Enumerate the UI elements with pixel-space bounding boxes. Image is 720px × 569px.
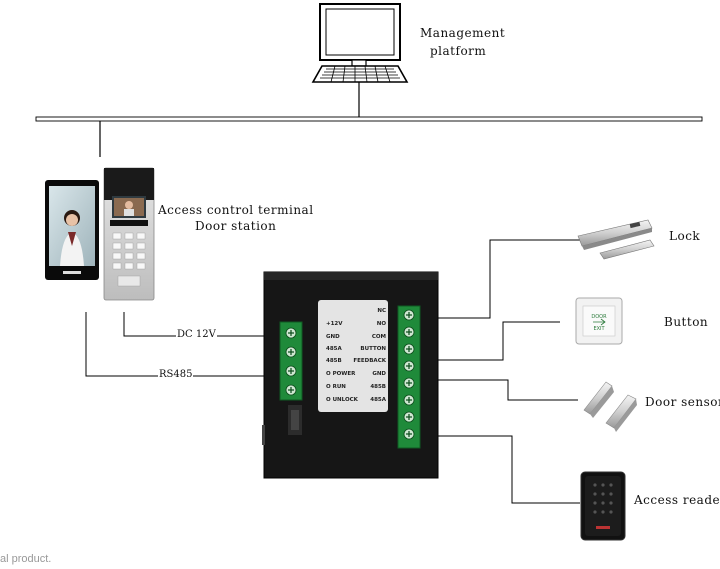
terminal-block-right xyxy=(397,305,421,449)
controller-label-panel: +12V GND 485A 485B O POWER O RUN O UNLOC… xyxy=(326,308,387,403)
ctrl-right-label-2: COM xyxy=(372,334,386,340)
ctrl-right-label-7: 485A xyxy=(370,397,386,403)
access-reader-label: Access reader xyxy=(634,493,720,507)
ctrl-right-label-6: 485B xyxy=(370,384,386,390)
ctrl-right-label-5: GND xyxy=(372,371,386,377)
ctrl-left-label-1: GND xyxy=(326,334,340,340)
wiring-right xyxy=(438,239,580,504)
management-platform-label-line2: platform xyxy=(430,44,487,58)
ctrl-left-label-3: 485B xyxy=(326,358,342,364)
ctrl-right-label-3: BUTTON xyxy=(360,346,386,352)
lock-label: Lock xyxy=(669,229,701,243)
terminal-label-line2: Door station xyxy=(195,219,277,233)
terminal-label-line1: Access control terminal xyxy=(158,203,314,217)
ctrl-left-label-4: O POWER xyxy=(326,371,356,377)
computer-icon xyxy=(311,3,409,83)
door-station-device xyxy=(103,167,155,301)
ctrl-right-label-4: FEEDBACK xyxy=(353,358,386,364)
network-bus xyxy=(35,116,703,122)
terminal-block-left xyxy=(279,321,303,401)
rs485-label: RS485 xyxy=(158,369,194,380)
exit-button-text-exit: EXIT xyxy=(593,326,605,332)
access-reader-device xyxy=(580,471,626,541)
wiring-left xyxy=(85,312,265,377)
ctrl-left-label-6: O UNLOCK xyxy=(326,397,359,403)
ctrl-right-label-1: NO xyxy=(377,321,387,327)
management-platform-label-line1: Management xyxy=(420,26,506,40)
door-sensor-device xyxy=(583,381,637,432)
ctrl-right-label-0: NC xyxy=(377,308,386,314)
ctrl-left-label-5: O RUN xyxy=(326,384,346,390)
button-label: Button xyxy=(664,315,709,329)
dc12v-label: DC 12V xyxy=(176,329,217,340)
ctrl-left-label-2: 485A xyxy=(326,346,342,352)
ctrl-left-label-0: +12V xyxy=(326,321,343,327)
exit-button-text-door: DOOR xyxy=(591,314,607,320)
footnote-text: al product. xyxy=(0,553,52,565)
face-terminal-device xyxy=(45,180,99,280)
door-sensor-label: Door sensor xyxy=(645,395,720,409)
magnetic-lock-device xyxy=(577,219,655,260)
exit-button-device: DOOR EXIT xyxy=(575,297,623,345)
